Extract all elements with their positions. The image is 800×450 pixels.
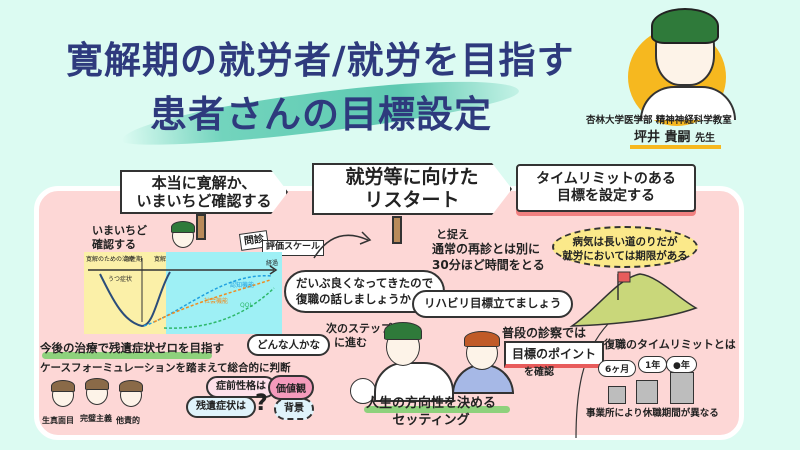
who-are-they-bubble: どんな人かな <box>247 334 330 357</box>
note-line: セッティング <box>392 412 470 428</box>
sign-line: 本当に寛解か、 <box>151 174 257 192</box>
signpost-restart: 就労等に向けたリスタート <box>312 163 512 215</box>
patient-hair-icon <box>464 331 500 347</box>
values-heart-icon: 価値観 <box>268 375 314 400</box>
case-formulation-note: ケースフォーミュレーションを踏まえて総合的に判断 <box>40 362 291 374</box>
hair-icon <box>51 380 75 392</box>
chart-label-depression: うつ症状 <box>108 276 133 283</box>
page-title-line-2: 患者さんの目標設定 <box>150 93 492 136</box>
note-line: 通常の再診とは別に <box>432 242 541 256</box>
page-title-line-1: 寛解期の就労者/就労を目指す <box>66 39 575 82</box>
signpost-recheck-remission: 本当に寛解か、いまいちど確認する <box>120 170 288 214</box>
life-direction-note: 人生の方向性を決める セッティング <box>366 396 496 430</box>
sign-line: リスタート <box>364 189 460 211</box>
residual-symptoms-bubble: 残遺症状は <box>186 396 256 418</box>
highlight-bar <box>364 406 510 413</box>
leave-period-varies-note: 事業所により休職期間が異なる <box>586 408 719 419</box>
time-limit-note: 復職のタイムリミットとは <box>604 338 736 351</box>
chart-label-acute: 急性期 <box>124 256 143 263</box>
curved-arrow-icon <box>313 231 372 259</box>
doctor-small-hair-icon <box>171 221 195 233</box>
chart-acute-zone <box>84 252 166 334</box>
period-n-years: ●年 <box>666 356 697 373</box>
recheck-note: いまいちど 確認する <box>92 224 147 253</box>
mountain-flag-icon <box>569 271 698 327</box>
chart-label-social: 社会機能 <box>204 298 229 305</box>
sign-line: いまいちど確認する <box>136 192 272 210</box>
chart-remission-zone <box>166 252 282 334</box>
author-affiliation: 杏林大学医学部 精神神経科学教室 <box>586 115 732 126</box>
clock-icon <box>350 378 376 404</box>
return-to-work-bubble: だいぶ良くなってきたので 復職の話しましょうか <box>284 270 446 314</box>
note-line: 次のステップ <box>326 322 392 335</box>
signpost-pole <box>392 216 402 244</box>
long-road-cloud: 病気は長い道のりだが 就労においては期限がある <box>552 226 698 268</box>
chart-label-cognitive: 認知機能 <box>230 282 255 289</box>
cloud-line: 就労においては期限がある <box>562 249 688 262</box>
confirm-note: を確認 <box>524 367 554 378</box>
doctor-coat-icon <box>640 86 736 120</box>
chart-label: 寛解のための治療 <box>86 256 135 263</box>
signpost-pole <box>196 214 206 240</box>
usual-care-note: 普段の診察では <box>502 326 587 340</box>
hair-icon <box>85 378 109 390</box>
personality-perfectionist: 完璧主義 <box>80 414 112 423</box>
chart-label-axis: 経過 <box>266 260 279 267</box>
building-medium-icon <box>636 380 658 404</box>
doctor-hair-icon <box>384 322 422 340</box>
building-large-icon <box>670 372 694 404</box>
bubble-line: 復職の話しましょうか <box>296 291 411 306</box>
note-line: に進む <box>334 336 367 350</box>
background-bubble: 背景 <box>274 398 314 420</box>
recovery-chart: 寛解のための治療 急性期 寛解 経過 うつ症状 認知機能 社会機能 QOL <box>84 252 282 334</box>
author-name: 坪井 貴嗣 先生 <box>630 126 722 149</box>
goal-zero-residual: 今後の治療で残遺症状ゼロを目指す <box>40 341 224 355</box>
cloud-line: 病気は長い道のりだが <box>572 236 678 248</box>
next-step-note: 次のステップ に進む <box>326 322 392 351</box>
rehab-goal-bubble: リハビリ目標立てましょう <box>412 290 574 318</box>
author-honorific: 先生 <box>695 133 716 144</box>
highlight-bar <box>42 352 212 359</box>
chart-label-remission: 寛解 <box>154 256 167 263</box>
chart-curves <box>88 258 278 329</box>
hair-icon <box>119 380 143 392</box>
road-line <box>575 323 609 439</box>
sign-line: タイムリミットのある <box>536 171 676 188</box>
period-1-year: 1年 <box>638 356 668 373</box>
personality-blaming: 他責的 <box>116 416 140 425</box>
eval-scale-card-icon: 評価スケール <box>262 240 325 256</box>
consider-note: と捉え <box>436 228 469 241</box>
chart-label-qol: QOL <box>240 302 253 309</box>
doctor-hair-icon <box>651 8 719 44</box>
sign-line: 目標を設定する <box>556 188 655 204</box>
author-name-text: 坪井 貴嗣 <box>634 130 691 145</box>
period-6-months: 6ヶ月 <box>598 360 637 377</box>
sign-line: 就労等に向けた <box>345 166 479 189</box>
note-line: 人生の方向性を決める <box>366 396 497 411</box>
note-line: いまいちど <box>92 224 147 237</box>
goal-point-box: 目標のポイント <box>504 341 605 368</box>
note-line: 確認する <box>92 238 136 252</box>
question-mark-icon: ? <box>255 391 268 416</box>
personality-serious: 生真面目 <box>42 416 74 425</box>
bubble-line: だいぶ良くなってきたので <box>296 276 434 290</box>
signpost-time-limit-goal: タイムリミットのある目標を設定する <box>516 164 696 212</box>
extra-time-note: 通常の再診とは別に 30分ほど時間をとる <box>432 242 545 273</box>
building-small-icon <box>608 386 626 404</box>
note-line: 30分ほど時間をとる <box>432 257 545 272</box>
doctor-coat-icon <box>374 362 454 402</box>
